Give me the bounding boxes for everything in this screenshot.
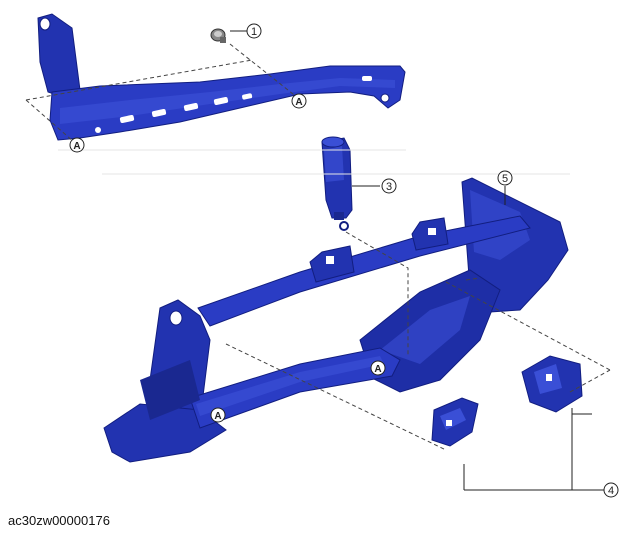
upper-dashed-guide: [25, 43, 299, 143]
svg-text:4: 4: [608, 485, 614, 497]
callout-5: 5: [497, 170, 513, 186]
callout-4: 4: [603, 482, 619, 498]
cylinder-part: [321, 136, 353, 231]
reference-mark-a-upper-right: A: [291, 93, 307, 109]
callout-3: 3: [381, 178, 397, 194]
upper-bracket: [37, 13, 406, 141]
lower-dashed-guides: [225, 231, 611, 451]
reference-mark-a-lower-center: A: [370, 360, 386, 376]
clip-part-left: [431, 397, 479, 447]
svg-text:A: A: [214, 411, 221, 422]
svg-text:A: A: [374, 364, 381, 375]
clip-part-right: [521, 355, 583, 413]
svg-text:A: A: [73, 141, 80, 152]
bolt-part: [210, 28, 226, 43]
svg-text:A: A: [295, 97, 302, 108]
svg-text:5: 5: [502, 173, 508, 185]
svg-text:1: 1: [251, 26, 257, 38]
callout-1: 1: [246, 23, 262, 39]
main-bracket: [103, 177, 569, 463]
svg-text:3: 3: [386, 181, 392, 193]
document-id: ac30zw00000176: [8, 513, 110, 528]
reference-mark-a-upper-left: A: [69, 137, 85, 153]
callout-4-leaders: [463, 408, 604, 491]
reference-mark-a-lower-left: A: [210, 407, 226, 423]
